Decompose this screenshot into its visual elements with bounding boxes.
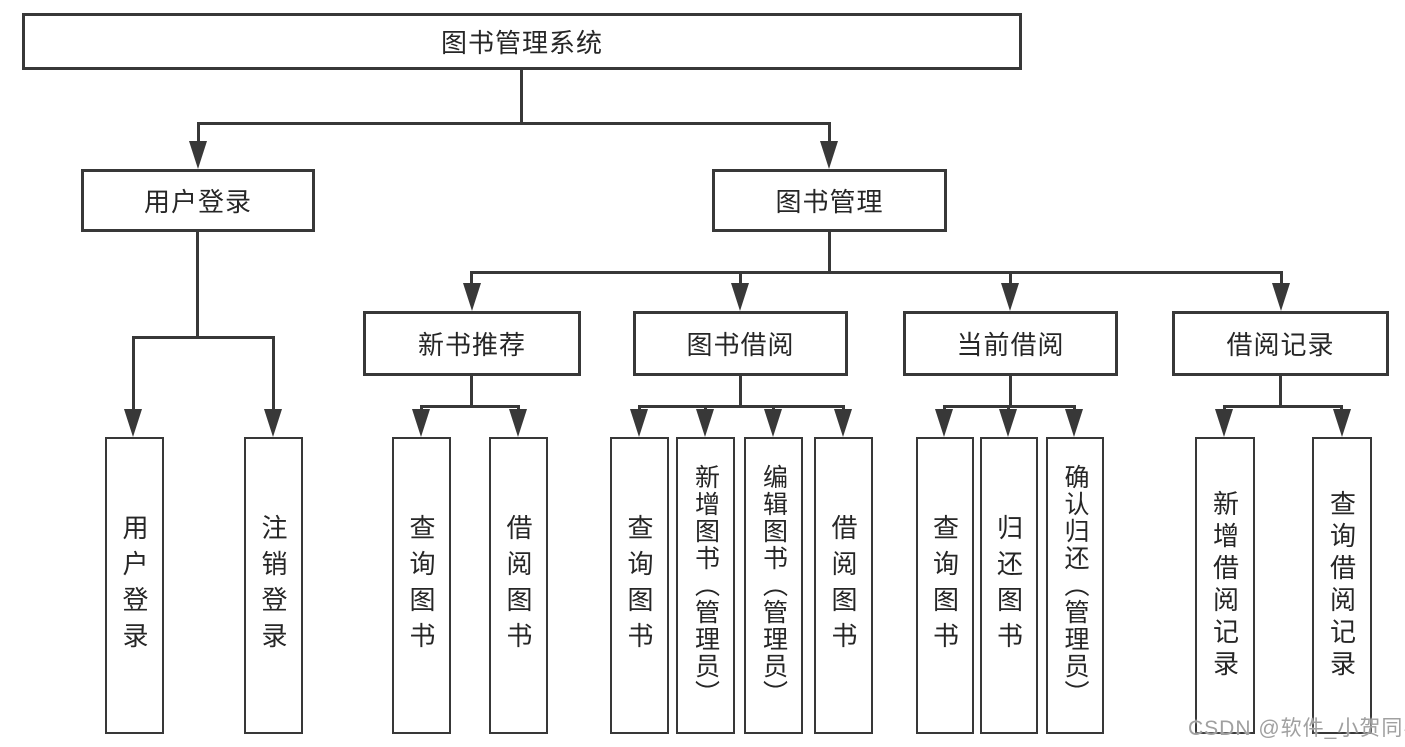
node-label: 图书管理系统 [440, 28, 603, 58]
connector-line [739, 376, 742, 405]
csdn-watermark: CSDN @软件_小贺同学 [1188, 717, 1405, 740]
connector-line [739, 271, 742, 287]
node-label: 用户登录 [143, 187, 252, 217]
leaf-add-book-admin: 新增图书（管理员） [676, 437, 735, 734]
node-label: 图书管理 [775, 187, 884, 217]
leaf-label: 新增图书（管理员） [691, 464, 720, 707]
connector-line [828, 232, 831, 271]
leaf-logout: 注销登录 [244, 437, 303, 734]
connector-line [470, 376, 473, 405]
arrow-down-icon [463, 283, 481, 311]
node-library-management-system: 图书管理系统 [22, 13, 1022, 70]
leaf-confirm-return-admin: 确认归还（管理员） [1046, 437, 1104, 734]
arrow-down-icon [412, 409, 430, 437]
connector-line [520, 70, 523, 123]
connector-line [1009, 271, 1012, 287]
leaf-query-books-borrowing: 查询图书 [610, 437, 669, 734]
leaf-label: 借阅图书 [503, 513, 533, 658]
leaf-add-borrow-record: 新增借阅记录 [1195, 437, 1255, 734]
arrow-down-icon [264, 409, 282, 437]
arrow-down-icon [630, 409, 648, 437]
connector-line [132, 336, 135, 413]
leaf-edit-book-admin: 编辑图书（管理员） [744, 437, 803, 734]
node-current-borrowing: 当前借阅 [903, 311, 1118, 376]
leaf-label: 查询图书 [406, 513, 436, 658]
connector-line [638, 405, 844, 408]
arrow-down-icon [834, 409, 852, 437]
connector-line [197, 122, 831, 125]
arrow-down-icon [1065, 409, 1083, 437]
node-label: 当前借阅 [956, 330, 1065, 360]
connector-line [470, 271, 473, 287]
leaf-borrow-books-borrowing: 借阅图书 [814, 437, 873, 734]
connector-line [470, 271, 1283, 274]
arrow-down-icon [764, 409, 782, 437]
node-new-book-recommend: 新书推荐 [363, 311, 581, 376]
leaf-label: 查询图书 [624, 513, 654, 658]
leaf-user-login: 用户登录 [105, 437, 164, 734]
arrow-down-icon [1272, 283, 1290, 311]
connector-line [272, 336, 275, 413]
arrow-down-icon [1333, 409, 1351, 437]
connector-line [132, 336, 275, 339]
arrow-down-icon [935, 409, 953, 437]
arrow-down-icon [999, 409, 1017, 437]
arrow-down-icon [1001, 283, 1019, 311]
connector-line [828, 122, 831, 145]
connector-line [1279, 376, 1282, 405]
connector-line [196, 232, 199, 336]
leaf-label: 借阅图书 [828, 513, 858, 658]
leaf-return-book: 归还图书 [980, 437, 1038, 734]
arrow-down-icon [696, 409, 714, 437]
leaf-query-borrow-record: 查询借阅记录 [1312, 437, 1372, 734]
node-label: 借阅记录 [1226, 330, 1335, 360]
leaf-borrow-books-recommend: 借阅图书 [489, 437, 548, 734]
arrow-down-icon [1215, 409, 1233, 437]
arrow-down-icon [509, 409, 527, 437]
node-label: 新书推荐 [417, 330, 526, 360]
arrow-down-icon [731, 283, 749, 311]
leaf-label: 编辑图书（管理员） [759, 464, 788, 707]
connector-line [1280, 271, 1283, 287]
node-book-borrowing: 图书借阅 [633, 311, 848, 376]
connector-line [420, 405, 520, 408]
arrow-down-icon [820, 141, 838, 169]
node-user-login: 用户登录 [81, 169, 315, 232]
node-borrowing-records: 借阅记录 [1172, 311, 1389, 376]
node-book-management: 图书管理 [712, 169, 947, 232]
leaf-query-books-recommend: 查询图书 [392, 437, 451, 734]
arrow-down-icon [124, 409, 142, 437]
leaf-label: 查询借阅记录 [1326, 489, 1357, 682]
leaf-label: 确认归还（管理员） [1061, 464, 1089, 707]
leaf-label: 注销登录 [258, 513, 288, 658]
node-label: 图书借阅 [686, 330, 795, 360]
leaf-label: 归还图书 [993, 513, 1024, 658]
connector-line [197, 122, 200, 145]
arrow-down-icon [189, 141, 207, 169]
leaf-label: 查询图书 [929, 513, 960, 658]
leaf-label: 用户登录 [119, 513, 149, 658]
connector-line [1223, 405, 1343, 408]
connector-line [1009, 376, 1012, 405]
leaf-query-books-current: 查询图书 [916, 437, 974, 734]
leaf-label: 新增借阅记录 [1209, 489, 1240, 682]
